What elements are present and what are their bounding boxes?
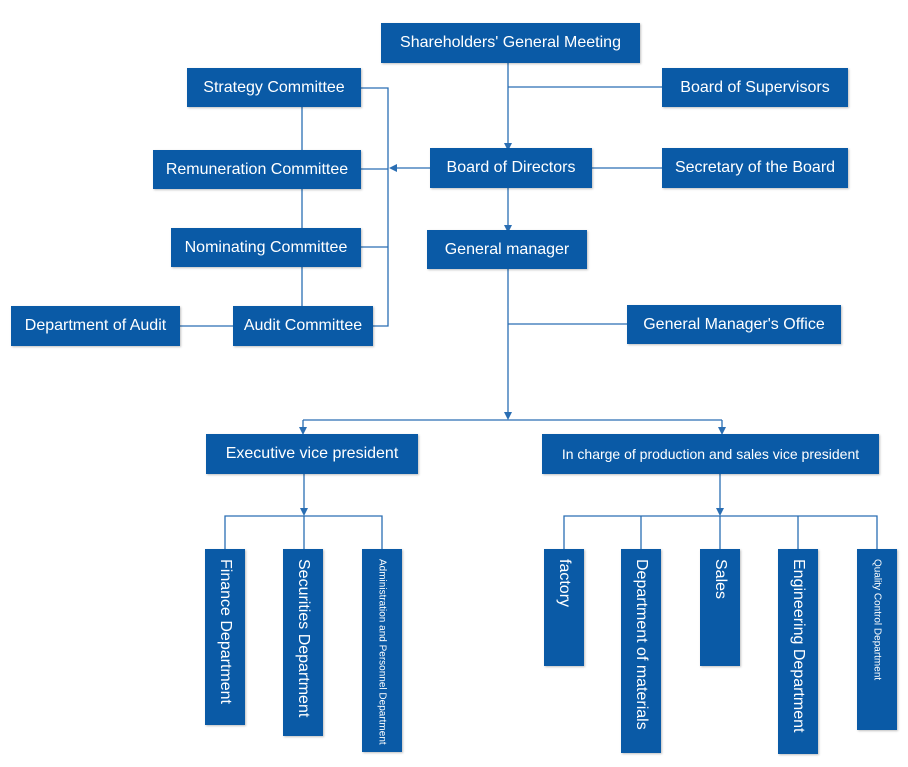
- production-sales-vp-box: In charge of production and sales vice p…: [542, 434, 879, 474]
- board-of-directors-label: Board of Directors: [446, 159, 576, 176]
- strategy-committee-box: Strategy Committee: [187, 68, 361, 107]
- securities-department-box: Securities Department: [283, 549, 323, 736]
- executive-vp-label: Executive vice president: [225, 445, 399, 462]
- audit-committee-box: Audit Committee: [233, 306, 373, 346]
- sales-box: Sales: [700, 549, 740, 666]
- department-of-materials-label: Department of materials: [633, 559, 650, 730]
- gm-office-box: General Manager's Office: [627, 305, 841, 344]
- finance-department-box: Finance Department: [205, 549, 245, 725]
- board-of-supervisors-box: Board of Supervisors: [662, 68, 848, 107]
- factory-box: factory: [544, 549, 584, 666]
- department-of-materials-box: Department of materials: [621, 549, 661, 753]
- gm-office-label: General Manager's Office: [643, 315, 825, 333]
- general-manager-label: General manager: [444, 240, 570, 258]
- department-of-audit-label: Department of Audit: [24, 317, 167, 334]
- factory-label: factory: [556, 559, 573, 608]
- board-of-supervisors-label: Board of Supervisors: [680, 78, 830, 96]
- executive-vp-box: Executive vice president: [206, 434, 418, 474]
- remuneration-committee-label: Remuneration Committee: [165, 160, 349, 178]
- nominating-committee-label: Nominating Committee: [184, 238, 348, 256]
- admin-personnel-department-box: Administration and Personnel Department: [362, 549, 402, 752]
- shareholders-meeting-box: Shareholders' General Meeting: [381, 23, 640, 63]
- secretary-label: Secretary of the Board: [674, 159, 836, 176]
- audit-committee-label: Audit Committee: [243, 317, 363, 334]
- department-of-audit-box: Department of Audit: [11, 306, 180, 346]
- secretary-box: Secretary of the Board: [662, 148, 848, 188]
- general-manager-box: General manager: [427, 230, 587, 269]
- nominating-committee-box: Nominating Committee: [171, 228, 361, 267]
- board-of-directors-box: Board of Directors: [430, 148, 592, 188]
- engineering-department-box: Engineering Department: [778, 549, 818, 754]
- production-sales-vp-label: In charge of production and sales vice p…: [561, 446, 860, 462]
- remuneration-committee-box: Remuneration Committee: [153, 150, 361, 189]
- finance-department-label: Finance Department: [217, 559, 234, 704]
- admin-personnel-department-label: Administration and Personnel Department: [376, 559, 388, 745]
- quality-control-department-box: Quality Control Department: [857, 549, 897, 730]
- quality-control-department-label: Quality Control Department: [871, 559, 883, 681]
- strategy-committee-label: Strategy Committee: [203, 78, 345, 96]
- committee-bracket: [361, 87, 389, 327]
- sales-label: Sales: [712, 559, 729, 600]
- shareholders-meeting-label: Shareholders' General Meeting: [400, 34, 621, 51]
- engineering-department-label: Engineering Department: [790, 559, 807, 733]
- securities-department-label: Securities Department: [295, 559, 312, 718]
